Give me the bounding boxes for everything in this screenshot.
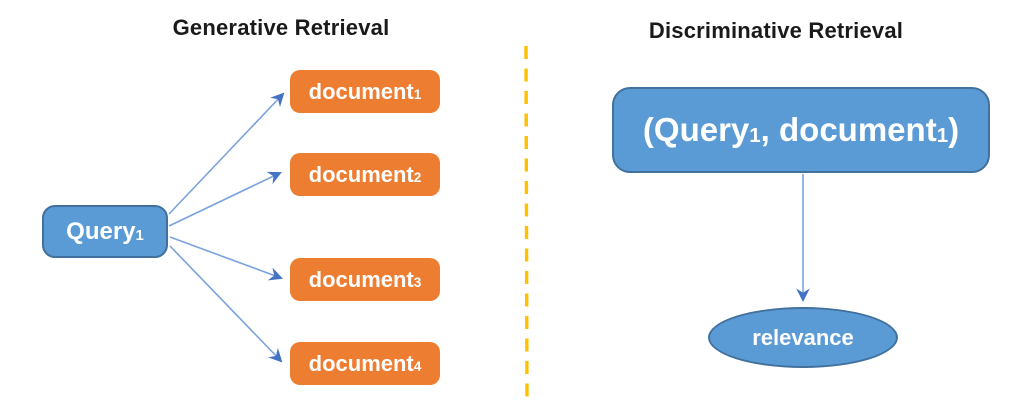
- document-node-label: document: [308, 78, 414, 104]
- pair-middle: , document: [760, 111, 937, 148]
- arrow-query-to-document-4: [169, 245, 283, 363]
- discriminative-retrieval-title: Discriminative Retrieval: [648, 18, 904, 43]
- section-divider-dashed-line: [524, 45, 529, 403]
- relevance-node-label: relevance: [752, 324, 854, 350]
- pair-prefix: (Query: [642, 111, 750, 148]
- arrow-query-to-document-2: [168, 171, 282, 227]
- document-node-label: document: [308, 350, 414, 376]
- pair-suffix: ): [948, 111, 960, 148]
- document-node-label: document: [308, 266, 414, 292]
- query-node-label: Query: [66, 217, 136, 245]
- generative-retrieval-title: Generative Retrieval: [172, 15, 390, 40]
- document-node-label: document: [308, 161, 414, 187]
- relevance-node: relevance: [708, 307, 898, 368]
- arrow-query-to-document-3: [169, 236, 283, 281]
- arrow-query-to-document-1: [168, 92, 285, 215]
